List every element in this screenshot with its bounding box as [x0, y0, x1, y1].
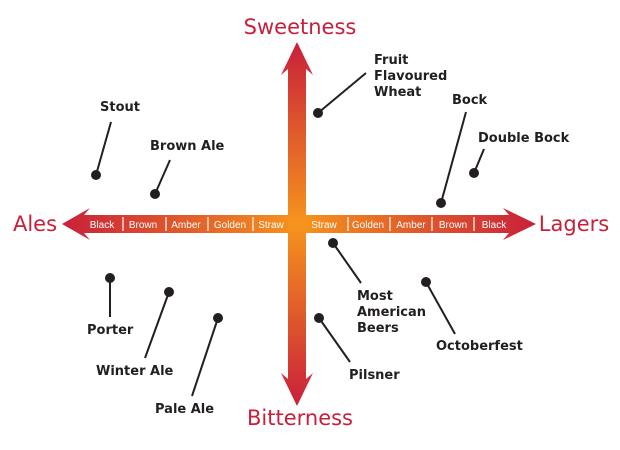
label-porter: Porter [87, 323, 134, 338]
vertical-axis-arrow [281, 42, 313, 406]
ale-color-straw: Straw [258, 220, 284, 231]
marker-double-bock: Double Bock [469, 131, 570, 178]
marker-dot [91, 170, 101, 180]
ale-color-scale: Black Brown Amber Golden Straw [90, 220, 285, 231]
label-pilsner: Pilsner [349, 368, 400, 383]
axis-title-bitterness: Bitterness [247, 406, 353, 430]
leader-line [425, 281, 456, 335]
ale-color-amber: Amber [171, 220, 201, 231]
label-stout: Stout [100, 100, 140, 115]
leader-line [144, 291, 170, 359]
marker-dot [469, 168, 479, 178]
label-line: Fruit [374, 53, 408, 68]
label-line: Flavoured [374, 69, 447, 84]
label-octoberfest: Octoberfest [436, 339, 523, 354]
marker-dot [328, 238, 338, 248]
marker-dot [164, 287, 174, 297]
leader-line [154, 159, 171, 195]
marker-dot [313, 108, 323, 118]
marker-porter: Porter [87, 273, 134, 338]
leader-line [95, 121, 112, 176]
ale-color-golden: Golden [214, 220, 246, 231]
marker-dot [421, 277, 431, 287]
lager-color-scale: Straw Golden Amber Brown Black [311, 220, 507, 231]
label-line: Wheat [374, 85, 421, 100]
marker-fruit-flavoured-wheat: Fruit Flavoured Wheat [313, 53, 452, 118]
axis-title-ales: Ales [13, 212, 57, 236]
label-most-american-beers: Most American Beers [357, 289, 431, 336]
lager-color-black: Black [482, 220, 507, 231]
lager-color-straw: Straw [311, 220, 337, 231]
label-line: Most [357, 289, 393, 304]
leader-line [191, 317, 219, 397]
leader-line [440, 111, 467, 204]
marker-pilsner: Pilsner [314, 313, 400, 383]
marker-dot [436, 198, 446, 208]
lager-color-golden: Golden [352, 220, 384, 231]
ale-color-black: Black [90, 220, 115, 231]
marker-dot [213, 313, 223, 323]
marker-dot [105, 273, 115, 283]
label-brown-ale: Brown Ale [150, 139, 225, 154]
marker-winter-ale: Winter Ale [96, 287, 174, 379]
marker-pale-ale: Pale Ale [155, 313, 223, 417]
marker-stout: Stout [91, 100, 140, 180]
lager-color-amber: Amber [396, 220, 426, 231]
label-fruit-flavoured-wheat: Fruit Flavoured Wheat [374, 53, 452, 100]
marker-brown-ale: Brown Ale [150, 139, 225, 199]
leader-line [317, 72, 367, 114]
label-bock: Bock [452, 93, 488, 108]
marker-most-american-beers: Most American Beers [328, 238, 431, 336]
marker-dot [150, 189, 160, 199]
axis-title-lagers: Lagers [539, 212, 609, 236]
ale-color-brown: Brown [129, 220, 157, 231]
label-line: Beers [357, 321, 399, 336]
label-winter-ale: Winter Ale [96, 364, 174, 379]
leader-line [318, 317, 351, 363]
label-line: American [357, 305, 426, 320]
leader-line [332, 242, 362, 284]
lager-color-brown: Brown [439, 220, 467, 231]
marker-bock: Bock [436, 93, 488, 208]
label-double-bock: Double Bock [478, 131, 570, 146]
axis-title-sweetness: Sweetness [244, 15, 357, 39]
marker-octoberfest: Octoberfest [421, 277, 523, 354]
marker-dot [314, 313, 324, 323]
color-dividers [122, 217, 475, 231]
label-pale-ale: Pale Ale [155, 402, 214, 417]
